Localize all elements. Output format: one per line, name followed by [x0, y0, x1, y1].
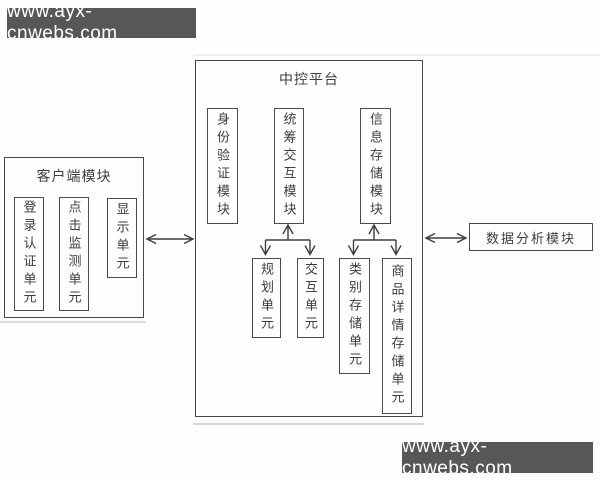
arrowhead-left-icon: [145, 233, 157, 245]
watermark-banner-top: www.ayx-cnwebs.com: [7, 1, 196, 44]
connector-platform-analysis: [424, 232, 468, 244]
analysis-module-title: 数据分析模块: [485, 230, 576, 246]
unit-box-category-storage: 类别存储单元: [339, 258, 370, 374]
arrowhead-right-icon: [456, 232, 468, 244]
unit-label-display: 显示单元: [114, 202, 130, 274]
unit-label-category-storage: 类别存储单元: [347, 262, 362, 370]
unit-label-click-monitor: 点击监测单元: [66, 200, 82, 308]
scan-artifact-line-client: [0, 321, 146, 323]
watermark-banner-bottom: www.ayx-cnwebs.com: [402, 436, 593, 479]
connector-client-platform: [145, 233, 195, 245]
scan-artifact-line-bottom: [193, 423, 424, 425]
scan-artifact-line-top: [193, 54, 600, 56]
module-box-coordination-interaction: 统筹交互模块: [274, 108, 304, 224]
central-platform-box: 中控平台 身份验证模块 统筹交互模块 信息存储模块 规划单元 交互单元 类别存储…: [195, 60, 423, 417]
module-box-identity-verification: 身份验证模块: [207, 108, 238, 224]
unit-label-login-auth: 登录认证单元: [21, 200, 37, 308]
watermark-text-bottom: www.ayx-cnwebs.com: [402, 435, 513, 479]
client-module-title: 客户端模块: [36, 168, 112, 184]
module-label-info-storage: 信息存储模块: [368, 112, 383, 220]
arrowhead-right-icon: [183, 233, 195, 245]
analysis-module-box: 数据分析模块: [469, 223, 593, 251]
unit-box-click-monitor: 点击监测单元: [59, 197, 89, 311]
module-box-info-storage: 信息存储模块: [360, 108, 391, 224]
unit-box-display: 显示单元: [107, 198, 137, 278]
unit-box-login-auth: 登录认证单元: [14, 197, 44, 311]
central-platform-title: 中控平台: [279, 71, 339, 87]
unit-box-planning: 规划单元: [252, 258, 281, 338]
unit-label-interaction: 交互单元: [303, 262, 318, 334]
unit-label-product-detail-storage: 商品详情存储单元: [389, 264, 405, 408]
module-label-identity-verification: 身份验证模块: [215, 112, 230, 220]
unit-label-planning: 规划单元: [259, 262, 274, 334]
watermark-text-top: www.ayx-cnwebs.com: [7, 1, 118, 44]
unit-box-interaction: 交互单元: [297, 258, 324, 338]
arrowhead-left-icon: [424, 232, 436, 244]
unit-box-product-detail-storage: 商品详情存储单元: [382, 258, 412, 414]
client-module-box: 客户端模块 登录认证单元 点击监测单元 显示单元: [4, 157, 144, 318]
module-label-coordination-interaction: 统筹交互模块: [281, 112, 297, 220]
